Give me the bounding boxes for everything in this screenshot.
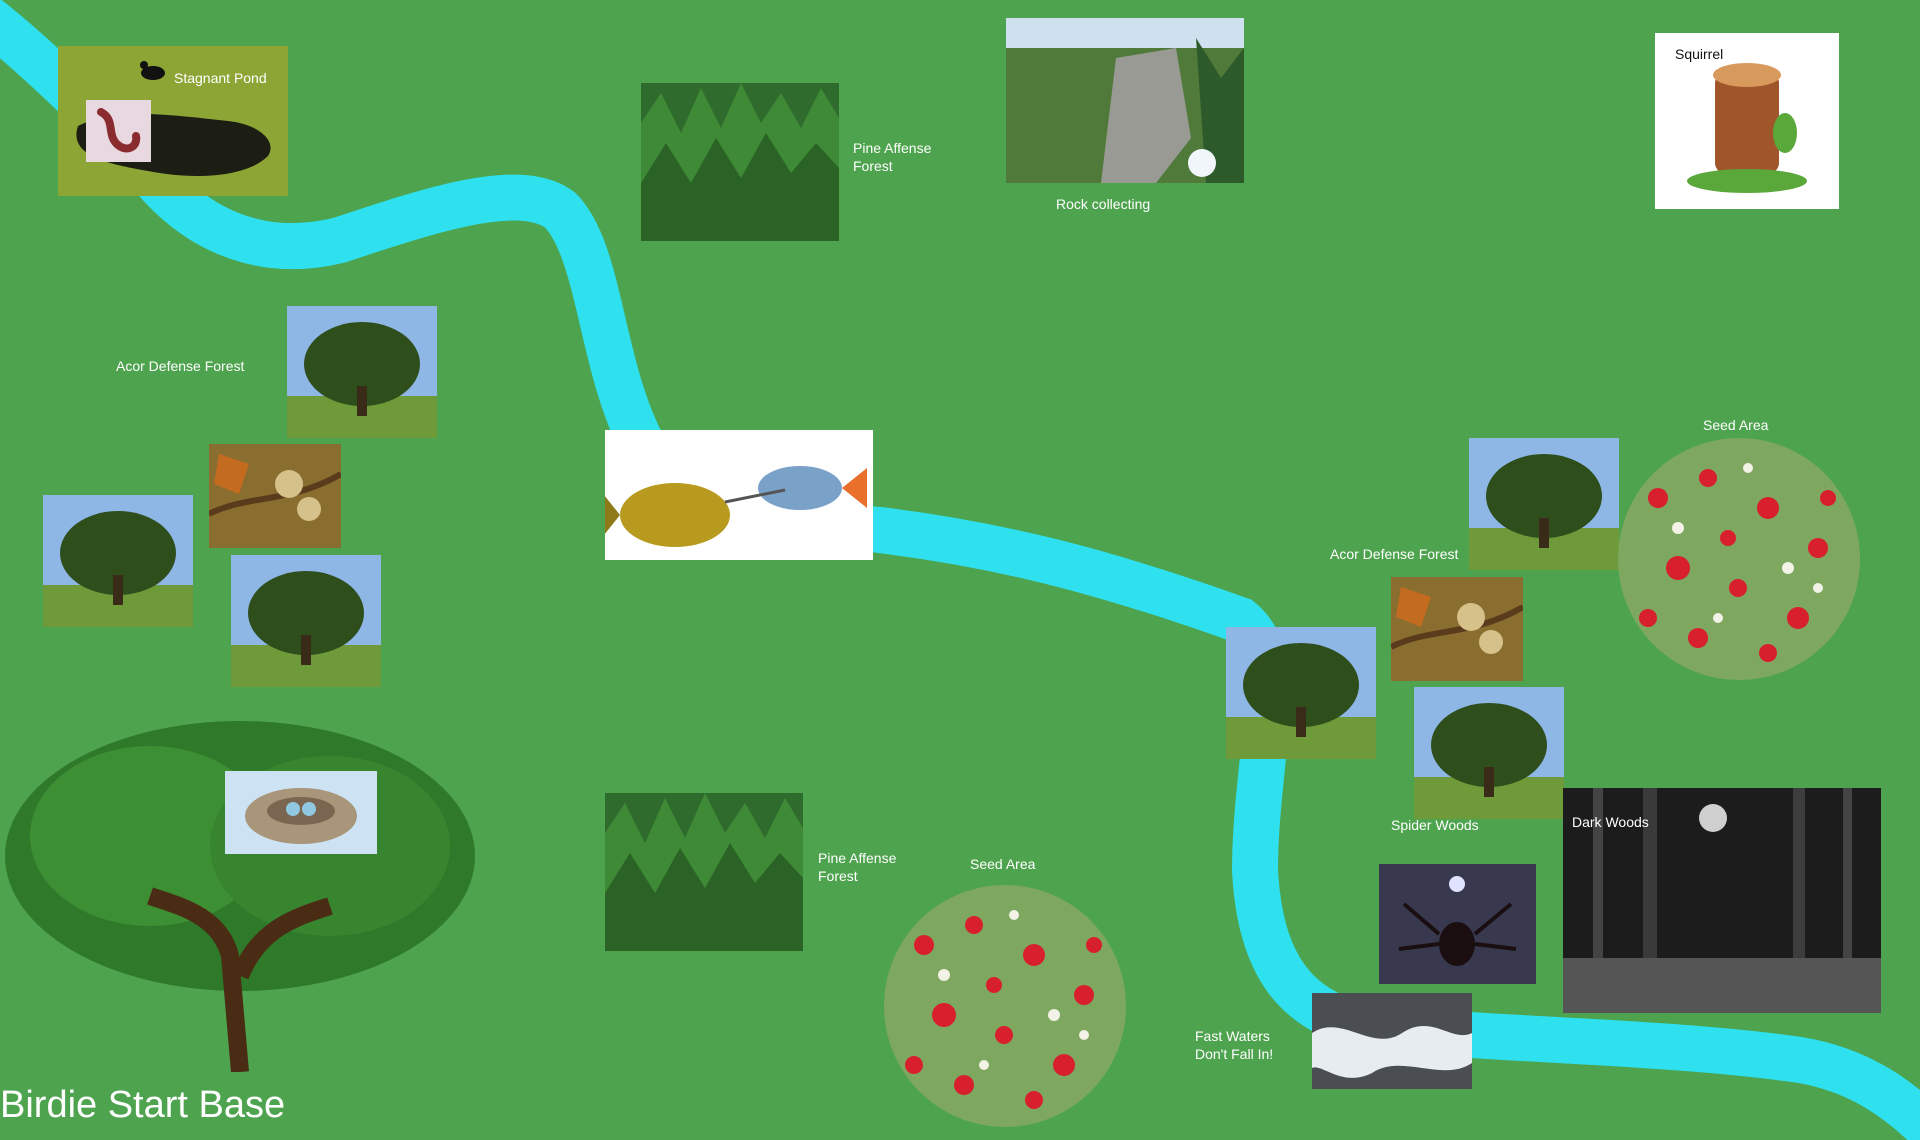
pine-forest-photo[interactable] <box>605 793 803 951</box>
acor-forest-left-label: Acor Defense Forest <box>116 357 244 375</box>
pine-forest-photo[interactable] <box>641 83 839 241</box>
stagnant-pond-label: Stagnant Pond <box>174 69 267 87</box>
rock-collecting-label: Rock collecting <box>1056 195 1150 213</box>
spider-photo[interactable] <box>1379 864 1536 984</box>
seed-area-bottom-label: Seed Area <box>970 855 1035 873</box>
acorn-branch-photo[interactable] <box>209 444 341 548</box>
oak-tree-photo[interactable] <box>287 306 437 438</box>
pine-forest-bottom-label: Pine Affense Forest <box>818 849 918 885</box>
cliff-photo[interactable] <box>1006 18 1244 183</box>
bird-nest-photo[interactable] <box>225 771 377 854</box>
large-tree-illustration[interactable] <box>0 716 480 1072</box>
pine-forest-top-label: Pine Affense Forest <box>853 139 953 175</box>
oak-tree-photo[interactable] <box>1414 687 1564 819</box>
oak-tree-photo[interactable] <box>231 555 381 687</box>
oak-tree-photo[interactable] <box>43 495 193 627</box>
piranha-fish-illustration[interactable] <box>605 430 873 560</box>
acorn-branch-photo[interactable] <box>1391 577 1523 681</box>
fast-waters-label: Fast Waters Don't Fall In! <box>1195 1027 1305 1063</box>
spider-woods-label: Spider Woods <box>1391 816 1479 834</box>
oak-tree-photo[interactable] <box>1226 627 1376 759</box>
squirrel-label: Squirrel <box>1675 45 1723 63</box>
acor-forest-right-label: Acor Defense Forest <box>1330 545 1458 563</box>
oak-tree-photo[interactable] <box>1469 438 1619 570</box>
rapids-photo[interactable] <box>1312 993 1472 1089</box>
board-title: Birdie Start Base <box>0 1082 285 1128</box>
flower-meadow-photo[interactable] <box>884 885 1126 1127</box>
dark-woods-label: Dark Woods <box>1572 813 1649 831</box>
flower-meadow-photo[interactable] <box>1618 438 1860 680</box>
seed-area-right-label: Seed Area <box>1703 416 1768 434</box>
worm-photo[interactable] <box>86 100 151 162</box>
